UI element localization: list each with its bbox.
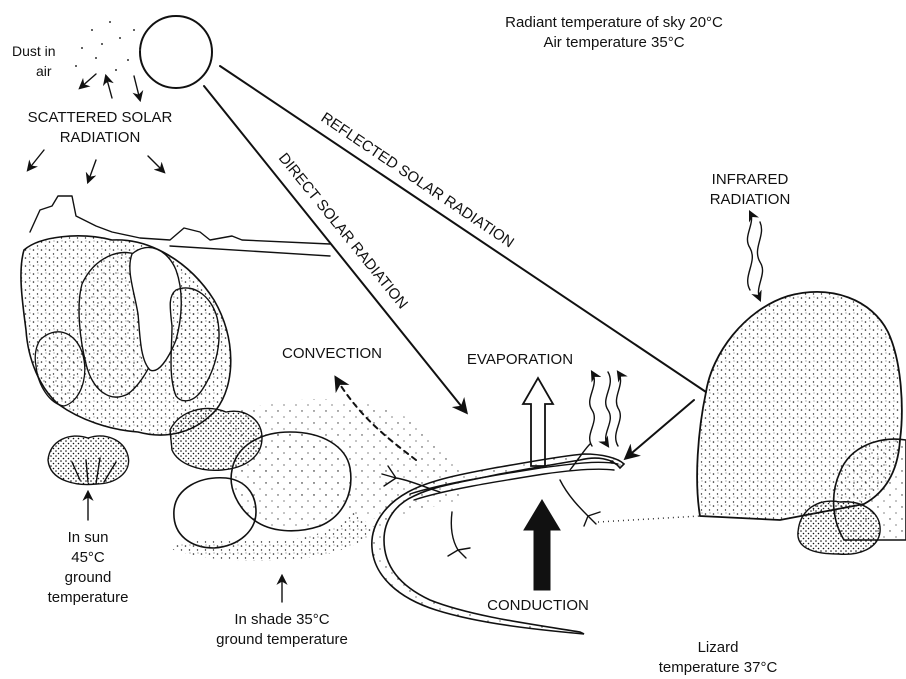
lizard-temperature-label: temperature 37°C [659,659,778,676]
infrared-radiation-arrows [747,212,762,300]
dust-in-air-label: Dust in [12,43,56,59]
in-shade-label: In shade 35°C [234,611,329,628]
reflected-to-lizard-arrow [626,400,694,458]
conduction-label: CONDUCTION [487,597,589,614]
scattered-radiation-arrows [28,150,164,182]
evaporation-label: EVAPORATION [467,351,573,368]
dust-particles [75,21,141,83]
air-temperature-label: Air temperature 35°C [543,34,684,51]
right-shrub [798,501,880,554]
direct-solar-radiation-label: DIRECT SOLAR RADIATION [275,150,411,312]
infrared-radiation-label: INFRARED [712,171,789,188]
reflected-solar-radiation-line [220,66,706,392]
in-sun-label: In sun [68,529,109,546]
dust-scatter-arrows [80,74,140,100]
infrared-radiation-label-2: RADIATION [710,191,791,208]
lizard-shadow [598,516,700,522]
convection-label: CONVECTION [282,345,382,362]
in-sun-temp-label: 45°C [71,549,105,566]
in-shade-ground-label: ground temperature [216,631,348,648]
sky-temperature-label: Radiant temperature of sky 20°C [505,14,723,31]
shrub-in-sun [48,436,129,484]
conduction-arrow [524,500,560,590]
in-sun-ground-label: ground [65,569,112,586]
heat-wave-arrows [590,372,621,446]
evaporation-arrow [523,378,553,466]
left-rock-formation [21,236,231,435]
dust-in-air-label-2: air [36,63,52,79]
sun [140,16,212,88]
scattered-radiation-label: SCATTERED SOLAR [28,109,173,126]
right-boulder [697,292,906,540]
in-sun-temperature-label: temperature [48,589,129,606]
lizard-label: Lizard [698,639,739,656]
scattered-radiation-label-2: RADIATION [60,129,141,146]
